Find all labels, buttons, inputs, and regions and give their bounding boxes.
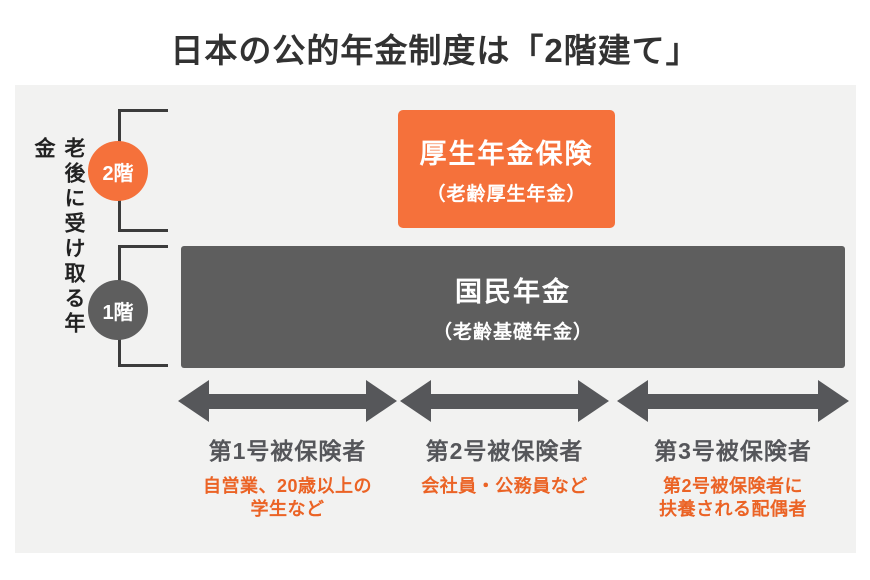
- national-pension-box: 国民年金 （老齢基礎年金）: [181, 246, 845, 368]
- category2-arrow: [400, 380, 609, 422]
- page-title: 日本の公的年金制度は「2階建て」: [170, 32, 700, 69]
- employee-pension-subtitle: （老齢厚生年金）: [426, 184, 587, 205]
- arrow-shaft: [209, 393, 366, 409]
- floor2-badge-label: 2階: [102, 162, 134, 185]
- floor2-badge: 2階: [88, 141, 148, 201]
- arrow-right-icon: [818, 380, 849, 422]
- national-pension-subtitle: （老齢基礎年金）: [432, 322, 593, 343]
- side-axis-label: 老後に受け取る年金: [32, 137, 85, 337]
- employee-pension-title: 厚生年金保険: [419, 139, 594, 169]
- category1-label: 第1号被保険者: [208, 438, 367, 464]
- employee-pension-box: 厚生年金保険 （老齢厚生年金）: [398, 110, 615, 228]
- arrow-left-icon: [400, 380, 431, 422]
- arrow-left-icon: [178, 380, 209, 422]
- arrow-shaft: [648, 393, 818, 409]
- category1-arrow: [178, 380, 397, 422]
- arrow-right-icon: [366, 380, 397, 422]
- category3-description: 第2号被保険者に 扶養される配偶者: [659, 476, 807, 519]
- category2-label: 第2号被保険者: [425, 438, 584, 464]
- arrow-shaft: [431, 393, 578, 409]
- national-pension-title: 国民年金: [455, 277, 571, 307]
- arrow-right-icon: [578, 380, 609, 422]
- category1-description: 自営業、20歳以上の 学生など: [202, 476, 373, 519]
- category3-arrow: [617, 380, 849, 422]
- category2-description: 会社員・公務員など: [421, 476, 588, 496]
- category3-label: 第3号被保険者: [654, 438, 812, 464]
- arrow-left-icon: [617, 380, 648, 422]
- diagram-panel: 老後に受け取る年金 2階 1階 厚生年金保険 （老齢厚生年金） 国民年金 （老齢…: [15, 85, 856, 553]
- floor1-badge: 1階: [88, 280, 148, 340]
- floor1-badge-label: 1階: [102, 301, 134, 324]
